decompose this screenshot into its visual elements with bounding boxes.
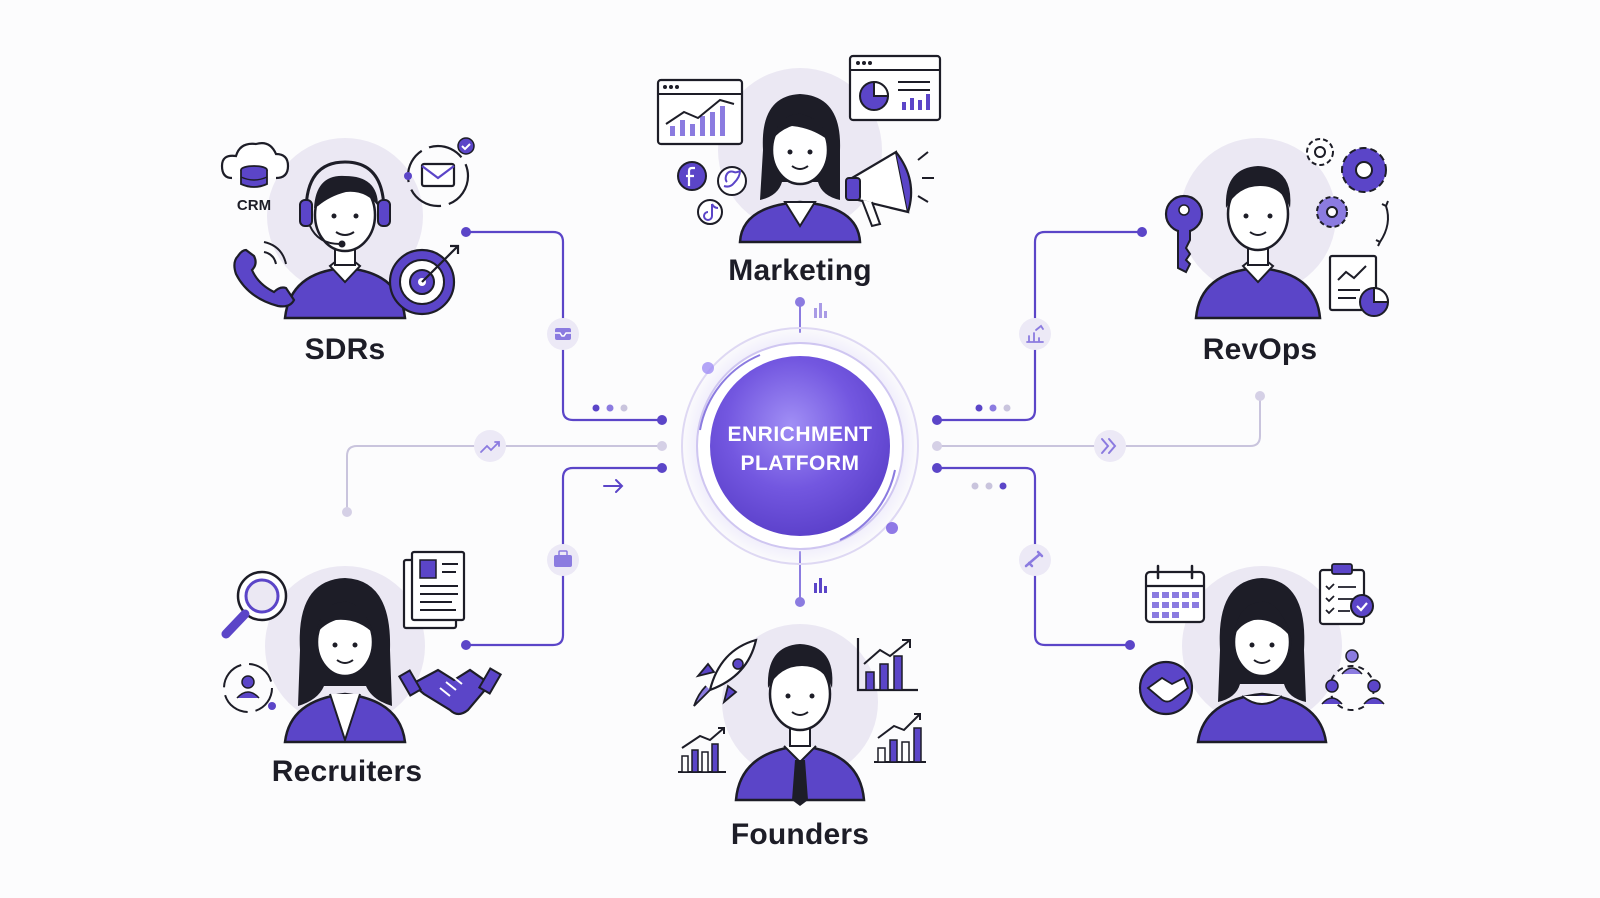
connector-left-muted [346,445,661,513]
sdrs-persona [267,138,423,320]
connector-right-muted [936,395,1261,447]
key-icon [1164,194,1204,274]
arrow-right-icon [603,479,624,493]
crm-cloud-icon: CRM [220,142,290,214]
social-icons [677,161,747,225]
persona-label-recruiters: Recruiters [271,755,423,788]
growth-chart-icon-right [874,713,926,763]
revops-persona [1180,138,1336,320]
growth-chart-icon-top [856,638,918,692]
rocket-icon [693,638,758,707]
candidate-cycle-icon [223,663,276,713]
pie-dashboard-icon [848,54,942,122]
handshake-icon-recruiters [397,667,503,716]
hub-label: ENRICHMENT PLATFORM [728,420,873,478]
founders-persona [722,624,878,806]
chevrons-badge-icon [1094,430,1126,462]
marketing-persona [718,68,882,244]
persona-label-founders: Founders [730,818,870,851]
megaphone-icon [845,150,934,228]
recruiters-persona [265,566,425,744]
calendar-icon [1144,564,1206,624]
enrichment-platform-hub [680,326,920,566]
team-network-icon [1321,649,1385,711]
handshake-icon-circle [1138,660,1194,716]
crm-label: CRM [237,197,271,214]
inbox-badge-icon [547,318,579,350]
magnifier-icon [221,570,288,639]
briefcase-badge-icon [547,544,579,576]
report-icon [1328,254,1390,317]
persona-label-revops: RevOps [1202,333,1318,366]
trend-badge-icon [474,430,506,462]
chart-up-badge-icon [1019,318,1051,350]
dot-trio-left-top [592,404,628,412]
hub-label-line1: ENRICHMENT [727,423,873,446]
bar-chart-small-icon-bottom [814,578,827,593]
persona-label-marketing: Marketing [728,254,872,287]
target-icon [388,244,460,316]
gears-icon [1306,138,1389,247]
dot-trio-right-top [975,404,1011,412]
phone-icon [233,241,296,308]
dot-trio-right-bottom [971,482,1007,490]
bar-chart-small-icon-top [814,303,827,318]
analytics-window-icon [656,78,744,146]
unlabeled-persona [1182,566,1342,744]
syringe-badge-icon [1019,544,1051,576]
hub-label-line2: PLATFORM [740,452,860,475]
connector-endpoints [342,227,1265,650]
checklist-icon [1318,563,1374,626]
email-cycle-icon [404,137,475,208]
resume-icon [402,550,466,630]
growth-chart-icon-left [678,727,726,773]
persona-label-sdrs: SDRs [304,333,386,366]
